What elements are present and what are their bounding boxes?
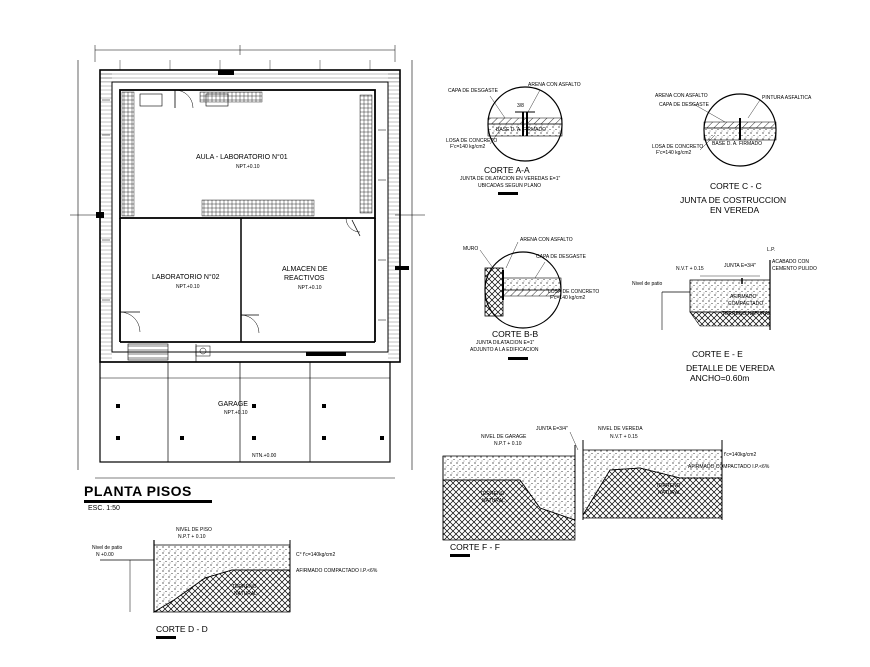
aa-label-losa-l2: F'c=140 kg/cm2 <box>450 144 486 150</box>
cc-label-losa-l2: F'c=140 kg/cm2 <box>656 150 692 156</box>
dd-title: CORTE D - D <box>156 624 208 634</box>
room-label-aula: AULA - LABORATORIO N°01 <box>196 154 288 161</box>
ff-label-nivel-garage: NIVEL DE GARAGE <box>481 434 527 440</box>
bb-label-arena: ARENA CON ASFALTO <box>520 237 573 243</box>
room-label-almacen-l1: ALMACEN DE <box>282 266 328 273</box>
ee-label-afirmado-l2: COMPACTADO <box>728 301 764 307</box>
bb-label-capa: CAPA DE DESGASTE <box>536 254 586 260</box>
aa-label-capa: CAPA DE DESGASTE <box>448 88 498 94</box>
dd-label-n: N +0.00 <box>96 552 114 558</box>
npt-tag-aula: NPT.+0.10 <box>236 164 260 170</box>
ff-label-nivel-vereda: NIVEL DE VEREDA <box>598 426 643 432</box>
ee-label-nvt: N.V.T + 0.15 <box>676 266 704 272</box>
ff-label-terreno-l2: NATURAL <box>482 498 505 504</box>
plan-title-underline <box>84 500 212 503</box>
aa-label-joint: 3/8 <box>517 103 524 109</box>
dd-label-npt: N.P.T + 0.10 <box>178 534 206 540</box>
ff-label-terreno-r-l2: NATURAL <box>658 490 681 496</box>
ntn-tag-plan: NTN.+0.00 <box>252 453 277 459</box>
aa-label-base: BASE D. A. FIRMADO <box>496 127 547 133</box>
bb-desc-l2: ADJUNTO A LA EDIFICACION <box>470 347 539 353</box>
cc-desc-l1: JUNTA DE COSTRUCCION <box>680 195 787 205</box>
corte-ff-detail <box>442 431 723 541</box>
corte-bb-detail <box>479 241 562 329</box>
aa-scale-bar <box>498 192 518 195</box>
npt-tag-garage: NPT.+0.10 <box>224 410 248 416</box>
aa-desc-l1: JUNTA DE DILATACION EN VEREDAS E=1" <box>460 176 561 182</box>
dd-label-nivel-piso: NIVEL DE PISO <box>176 527 212 533</box>
dd-label-terreno-l1: TERRENO <box>232 584 257 590</box>
ff-label-fc: f'c=140kg/cm2 <box>724 452 757 458</box>
ff-label-terreno-l1: TERRENO <box>480 491 505 497</box>
ee-title: CORTE E - E <box>692 349 743 359</box>
ee-label-lp: L.P. <box>767 247 776 253</box>
ee-label-junta: JUNTA E=3/4" <box>724 263 756 269</box>
dd-label-nivel-patio: Nivel de patio <box>92 545 123 551</box>
aa-title: CORTE A-A <box>484 165 530 175</box>
aa-desc-l2: UBICADAS SEGUN PLANO <box>478 183 542 189</box>
dd-label-fc: C° f'c=140kg/cm2 <box>296 552 336 558</box>
room-label-garage: GARAGE <box>218 401 248 408</box>
plan-scale: ESC. 1:50 <box>88 505 120 512</box>
corte-aa-detail <box>487 86 563 162</box>
bb-scale-bar <box>508 357 528 360</box>
dd-label-afirmado: AFIRMADO COMPACTADO I.P.<6% <box>296 568 378 574</box>
aa-label-losa-l1: LOSA DE CONCRETO <box>446 138 498 144</box>
ee-label-afirmado-l1: AFIRMADO <box>730 294 757 300</box>
npt-tag-lab2: NPT.+0.10 <box>176 284 200 290</box>
ee-label-terreno: TERRENO NATURAL <box>722 311 771 317</box>
ff-title: CORTE F - F <box>450 542 500 552</box>
room-label-lab2: LABORATORIO N°02 <box>152 274 220 281</box>
ee-desc-l1: DETALLE DE VEREDA <box>686 363 775 373</box>
ff-label-npt: N.P.T + 0.10 <box>494 441 522 447</box>
ff-label-nvt: N.V.T + 0.15 <box>610 434 638 440</box>
cc-desc-l2: EN VEREDA <box>710 205 760 215</box>
ff-scale-bar <box>450 554 470 557</box>
bb-desc-l1: JUNTA DILATACION E=1" <box>476 340 535 346</box>
aa-label-arena: ARENA CON ASFALTO <box>528 82 581 88</box>
ff-label-afirmado: AFIRMADO COMPACTADO I.P.<6% <box>688 464 770 470</box>
cc-label-arena: ARENA CON ASFALTO <box>655 93 708 99</box>
corte-cc-detail <box>689 93 777 167</box>
floor-plan <box>70 45 425 479</box>
corte-ee-detail <box>661 260 771 330</box>
cc-label-losa-l1: LOSA DE CONCRETO <box>652 144 704 150</box>
ee-label-acabado-l2: CEMENTO PULIDO <box>772 266 817 272</box>
ee-label-nivel: Nivel de patio <box>632 281 663 287</box>
room-label-almacen-l2: REACTIVOS <box>284 275 325 282</box>
cc-label-pintura: PINTURA ASFALTICA <box>762 95 812 101</box>
plan-title: PLANTA PISOS <box>84 483 192 499</box>
ee-label-acabado-l1: ACABADO CON <box>772 259 809 265</box>
bb-label-muro: MURO <box>463 246 479 252</box>
bb-title: CORTE B-B <box>492 329 539 339</box>
cc-title: CORTE C - C <box>710 181 762 191</box>
dd-scale-bar <box>156 636 176 639</box>
ff-label-terreno-r-l1: TERRENO <box>656 483 681 489</box>
ee-desc-l2: ANCHO=0.60m <box>690 373 750 383</box>
bb-label-losa-l1: LOSA DE CONCRETO <box>548 289 600 295</box>
bb-label-losa-l2: F'c=140 kg/cm2 <box>550 295 586 301</box>
ff-label-junta: JUNTA E=3/4" <box>536 426 568 432</box>
npt-tag-almacen: NPT.+0.10 <box>298 285 322 291</box>
cc-label-capa: CAPA DE DESGASTE <box>659 102 709 108</box>
corte-dd-detail <box>100 540 291 613</box>
dd-label-terreno-l2: NATURAL <box>234 591 257 597</box>
cc-label-base: BASE D. A. FIRMADO <box>712 141 763 147</box>
